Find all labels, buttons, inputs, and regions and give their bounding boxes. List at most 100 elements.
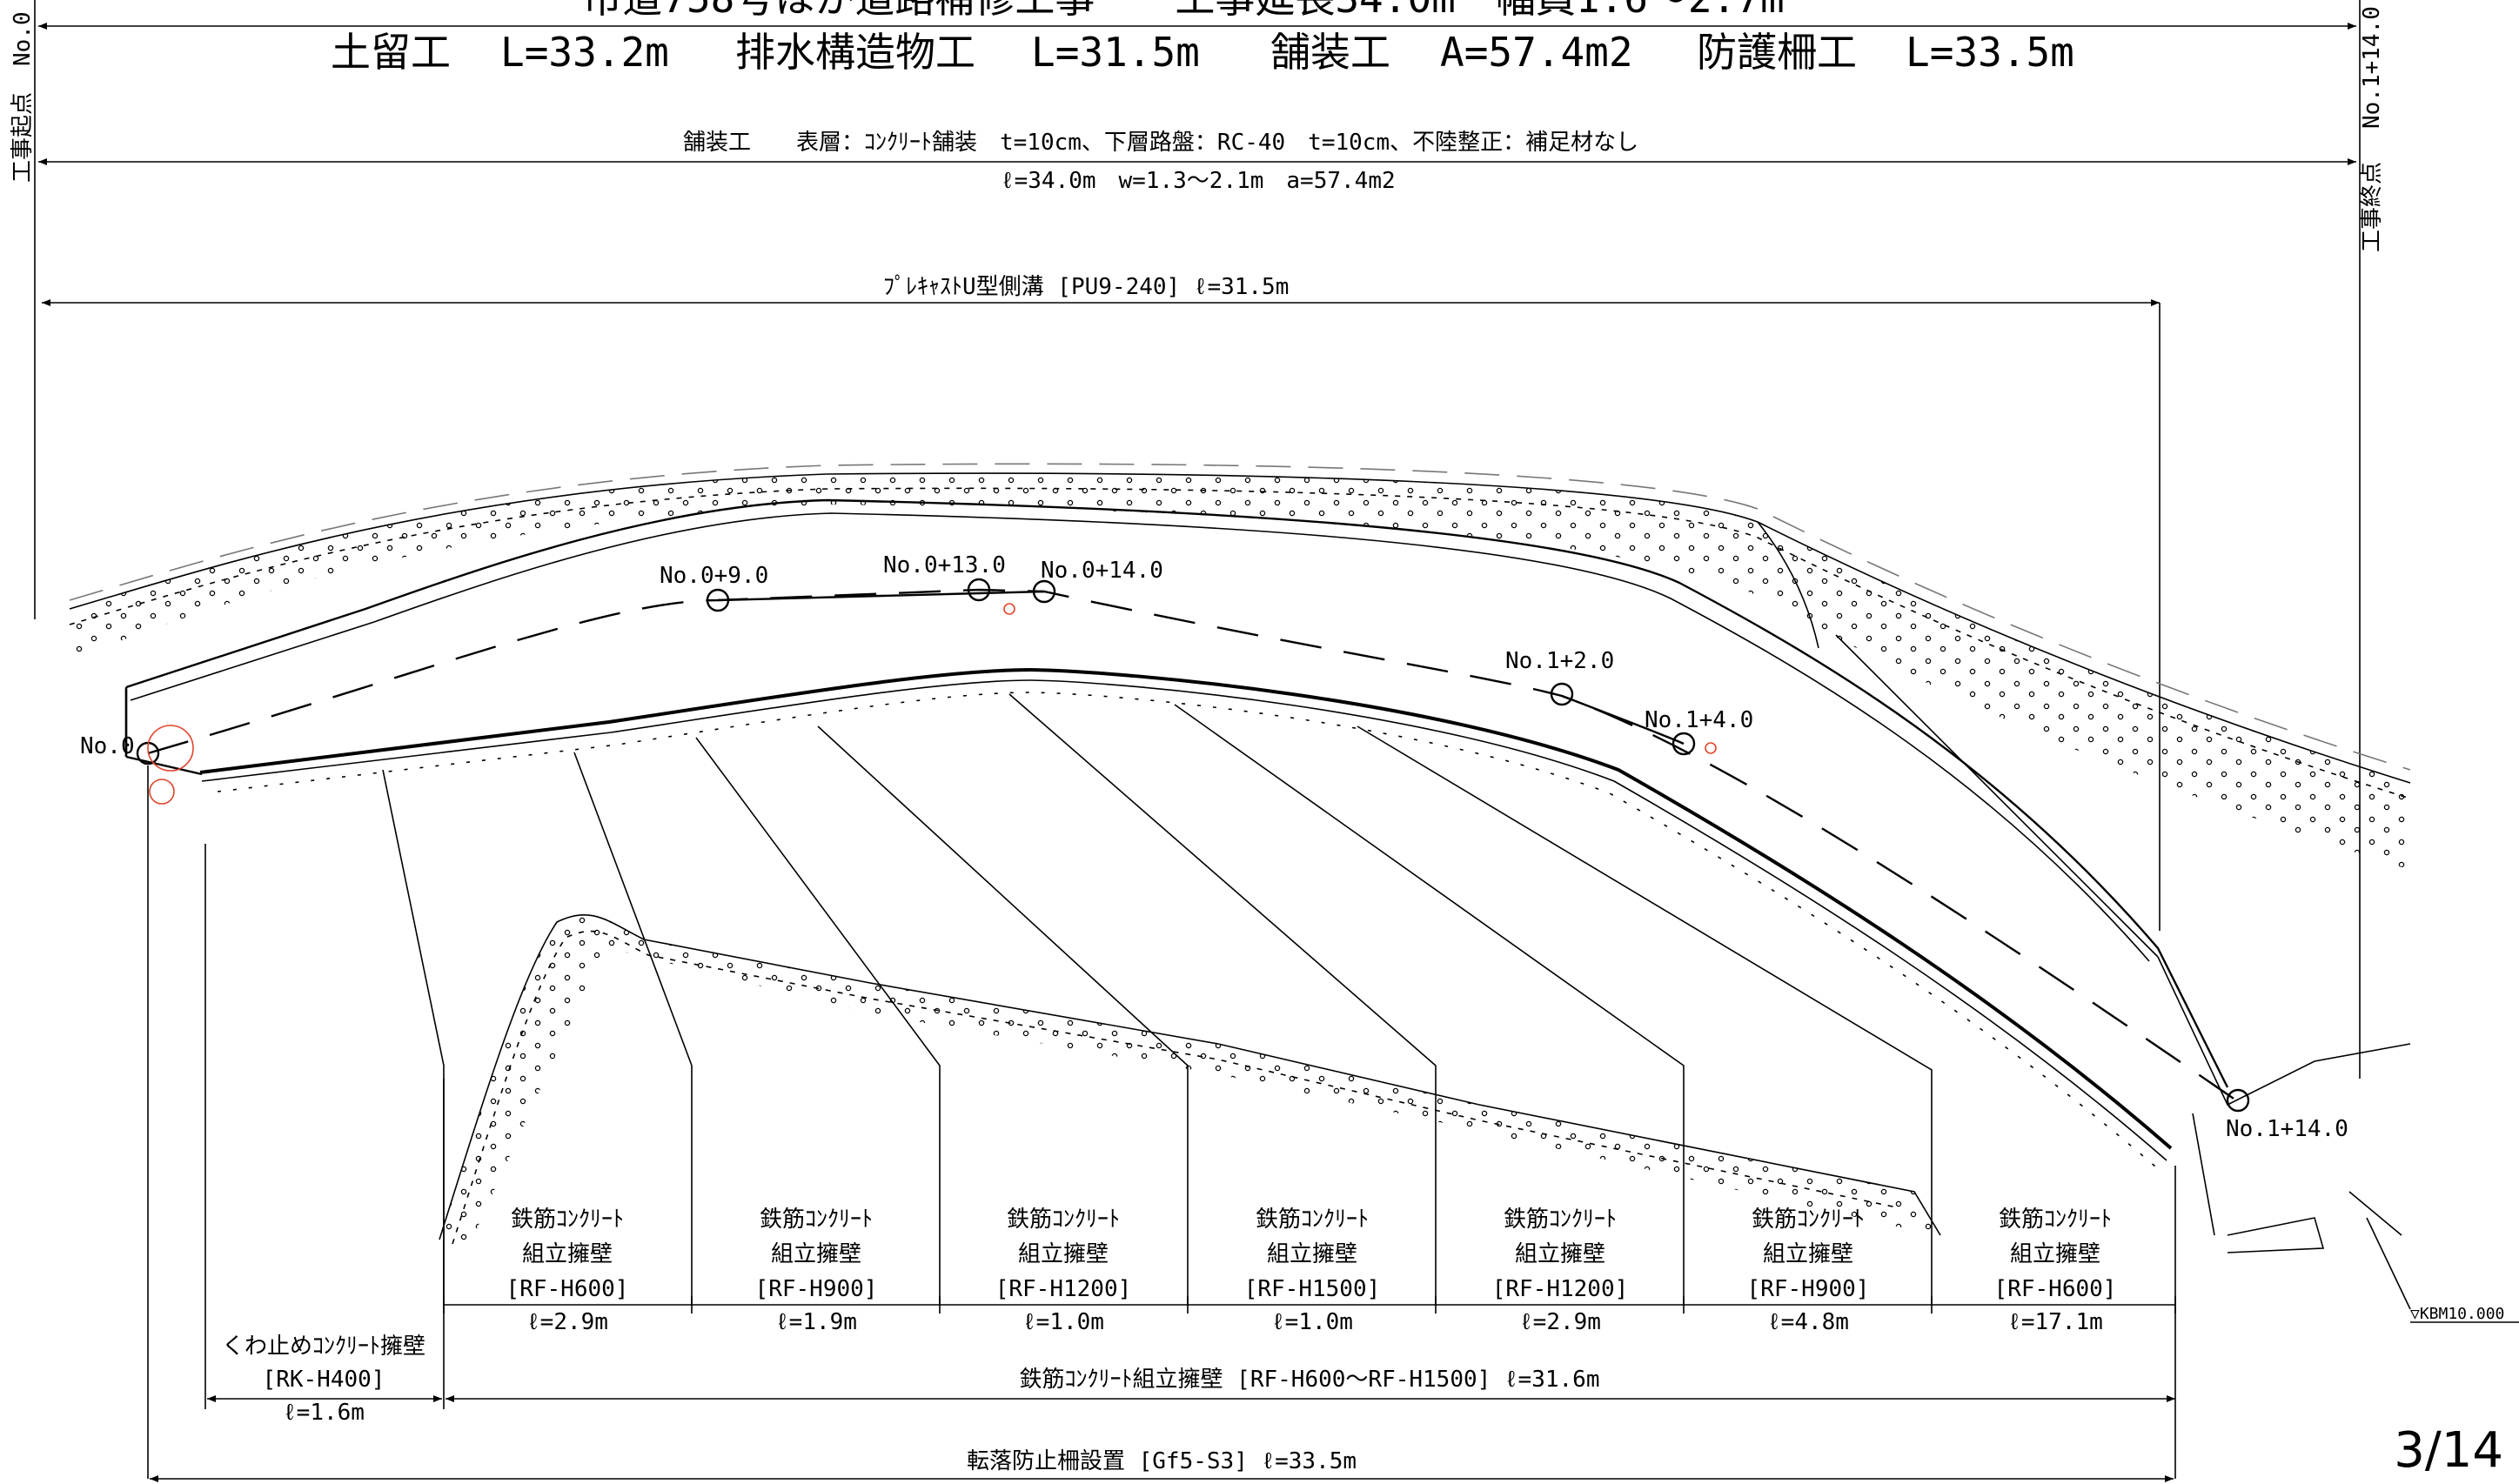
wall-6-name: 鉄筋ｺﾝｸﾘｰﾄ <box>1752 1207 1865 1233</box>
summary-retaining-label: 土留工 <box>331 29 451 76</box>
summary-fence-label: 防護柵工 <box>1697 29 1857 76</box>
station-circle-no0-14 <box>1032 579 1056 604</box>
station-no0-red-marker-2 <box>149 779 175 805</box>
wall-segment-labels: 鉄筋ｺﾝｸﾘｰﾄ 組立擁壁 [RF-H600] ℓ=2.9m 鉄筋ｺﾝｸﾘｰﾄ … <box>506 1207 2117 1335</box>
wall-7-name: 鉄筋ｺﾝｸﾘｰﾄ <box>1999 1207 2112 1233</box>
right-side-road <box>2192 1113 2402 1253</box>
lower-slope-scallops <box>452 930 1898 1245</box>
right-side-slope <box>1757 521 2411 1106</box>
gutter-inner-edge <box>130 512 2150 962</box>
summary-retaining-value: L=33.2m <box>500 29 669 76</box>
wall-3-code: [RF-H1200] <box>995 1276 1132 1302</box>
road-centerline-solid-a <box>717 590 1045 602</box>
retaining-wall-scallops <box>217 692 2163 1173</box>
start-station-number: No.0 <box>10 11 36 66</box>
wall-label-6: 鉄筋ｺﾝｸﾘｰﾄ 組立擁壁 [RF-H900] ℓ=4.8m <box>1747 1207 1870 1335</box>
project-title: 市道758号ほか道路補修工事 工事延長34.0m 幅員1.6〜2.7m <box>582 0 1784 22</box>
benchmark-label: ▽KBM10.000 <box>2410 1305 2504 1323</box>
station-no0-red-marker <box>147 725 194 772</box>
wall-7-code: [RF-H600] <box>1994 1276 2117 1302</box>
station-small-red-b <box>1705 742 1717 754</box>
wall-5-sub: 組立擁壁 <box>1515 1241 1605 1267</box>
wall-1-name: 鉄筋ｺﾝｸﾘｰﾄ <box>511 1207 624 1233</box>
leader-h1200-b <box>1174 704 1685 1305</box>
upper-slope-dash-line <box>69 463 2411 771</box>
leader-h1500-b <box>1008 693 1437 1305</box>
retaining-wall-footing <box>201 679 2167 1161</box>
wall-label-1: 鉄筋ｺﾝｸﾘｰﾄ 組立擁壁 [RF-H600] ℓ=2.9m <box>506 1207 629 1335</box>
paving-dimensions: ℓ=34.0m w=1.3〜2.1m a=57.4m2 <box>1001 168 1396 194</box>
wall-5-length: ℓ=2.9m <box>1519 1309 1601 1335</box>
station-label-no1-4: No.1+4.0 <box>1645 707 1753 733</box>
wall-5-code: [RF-H1200] <box>1492 1276 1629 1302</box>
wall-2-code: [RF-H900] <box>755 1276 878 1302</box>
station-label-no0: No.0 <box>80 733 135 759</box>
wall-4-name: 鉄筋ｺﾝｸﾘｰﾄ <box>1256 1207 1369 1233</box>
wall-label-3: 鉄筋ｺﾝｸﾘｰﾄ 組立擁壁 [RF-H1200] ℓ=1.0m <box>995 1207 1132 1335</box>
station-label-no1-14: No.1+14.0 <box>2226 1116 2348 1142</box>
summary-paving-label: 舗装工 <box>1270 29 1390 76</box>
retaining-wall-line <box>199 667 2173 1150</box>
work-summary: 土留工 L=33.2m 排水構造物工 L=31.5m 舗装工 A=57.4m2 … <box>331 29 2074 76</box>
wall-3-name: 鉄筋ｺﾝｸﾘｰﾄ <box>1007 1207 1120 1233</box>
kuwadome-code: [RK-H400] <box>263 1367 385 1393</box>
wall-2-length: ℓ=1.9m <box>775 1309 857 1335</box>
summary-drainage-label: 排水構造物工 <box>735 29 975 76</box>
wall-label-4: 鉄筋ｺﾝｸﾘｰﾄ 組立擁壁 [RF-H1500] ℓ=1.0m <box>1244 1207 1381 1335</box>
wall-1-code: [RF-H600] <box>506 1276 629 1302</box>
station-label-no0-9: No.0+9.0 <box>660 563 768 589</box>
kuwadome-length: ℓ=1.6m <box>283 1400 365 1426</box>
summary-paving-value: A=57.4m2 <box>1440 29 1633 76</box>
wall-label-2: 鉄筋ｺﾝｸﾘｰﾄ 組立擁壁 [RF-H900] ℓ=1.9m <box>755 1207 878 1335</box>
paving-spec: 舗装工 表層：ｺﾝｸﾘｰﾄ舗装 t=10cm、下層路盤：RC-40 t=10cm… <box>683 130 1638 156</box>
fence-spec: 転落防止柵設置 [Gf5-S3] ℓ=33.5m <box>967 1448 1357 1474</box>
wall-label-7: 鉄筋ｺﾝｸﾘｰﾄ 組立擁壁 [RF-H600] ℓ=17.1m <box>1994 1207 2117 1335</box>
road-outer-edge <box>125 498 2229 1088</box>
gutter-spec: ﾌﾟﾚｷｬｽﾄU型側溝 [PU9-240] ℓ=31.5m <box>883 274 1289 300</box>
leader-h1500-a <box>817 725 1189 1305</box>
station-circle-no0-9 <box>706 588 730 612</box>
wall-1-length: ℓ=2.9m <box>526 1309 608 1335</box>
wall-1-sub: 組立擁壁 <box>522 1241 613 1267</box>
start-station-label: 工事起点 <box>10 92 36 183</box>
leader-h900-b <box>1357 725 1933 1305</box>
wall-4-code: [RF-H1500] <box>1244 1276 1381 1302</box>
wall-3-sub: 組立擁壁 <box>1018 1241 1109 1267</box>
wall-5-name: 鉄筋ｺﾝｸﾘｰﾄ <box>1504 1207 1617 1233</box>
station-circle-no1-4 <box>1672 732 1696 756</box>
end-station-label: 工事終点 <box>2359 162 2385 252</box>
wall-3-length: ℓ=1.0m <box>1022 1309 1104 1335</box>
wall-7-sub: 組立擁壁 <box>2010 1241 2100 1267</box>
wall-label-5: 鉄筋ｺﾝｸﾘｰﾄ 組立擁壁 [RF-H1200] ℓ=2.9m <box>1492 1207 1629 1335</box>
wall-total-spec: 鉄筋ｺﾝｸﾘｰﾄ組立擁壁 [RF-H600〜RF-H1500] ℓ=31.6m <box>1020 1367 1600 1393</box>
summary-fence-value: L=33.5m <box>1906 29 2074 76</box>
lower-slope-edge <box>439 913 1941 1240</box>
station-label-no0-14: No.0+14.0 <box>1041 558 1163 584</box>
road-centerline-solid-b <box>1561 694 1685 745</box>
wall-4-sub: 組立擁壁 <box>1267 1241 1357 1267</box>
wall-4-length: ℓ=1.0m <box>1271 1309 1353 1335</box>
kuwadome-name: くわ止めｺﾝｸﾘｰﾄ擁壁 <box>222 1334 425 1360</box>
wall-2-name: 鉄筋ｺﾝｸﾘｰﾄ <box>760 1207 873 1233</box>
leader-lines <box>382 693 1933 1305</box>
leader-h1200-a <box>695 737 941 1305</box>
station-markers: No.0 No.0+9.0 No.0+13.0 No.0+14.0 No.1+2… <box>80 552 2348 1142</box>
station-label-no0-13: No.0+13.0 <box>883 552 1006 578</box>
wall-2-sub: 組立擁壁 <box>771 1241 861 1267</box>
upper-slope-hatching <box>70 473 2410 870</box>
station-circle-no0-13 <box>967 578 991 602</box>
wall-6-sub: 組立擁壁 <box>1763 1241 1853 1267</box>
upper-slope-outer-edge <box>69 472 2411 784</box>
station-small-red-a <box>1003 603 1015 615</box>
page-number: 3/14 <box>2394 1422 2503 1479</box>
station-label-no1-2: No.1+2.0 <box>1505 648 1614 674</box>
station-circle-no1-2 <box>1550 682 1574 706</box>
lower-slope-hatching <box>439 914 1940 1244</box>
wall-7-length: ℓ=17.1m <box>2007 1309 2103 1335</box>
station-circle-no1-14 <box>2226 1088 2250 1113</box>
wall-6-length: ℓ=4.8m <box>1767 1309 1849 1335</box>
wall-6-code: [RF-H900] <box>1747 1276 1870 1302</box>
leader-h900-a <box>573 752 693 1305</box>
summary-drainage-value: L=31.5m <box>1031 29 1200 76</box>
